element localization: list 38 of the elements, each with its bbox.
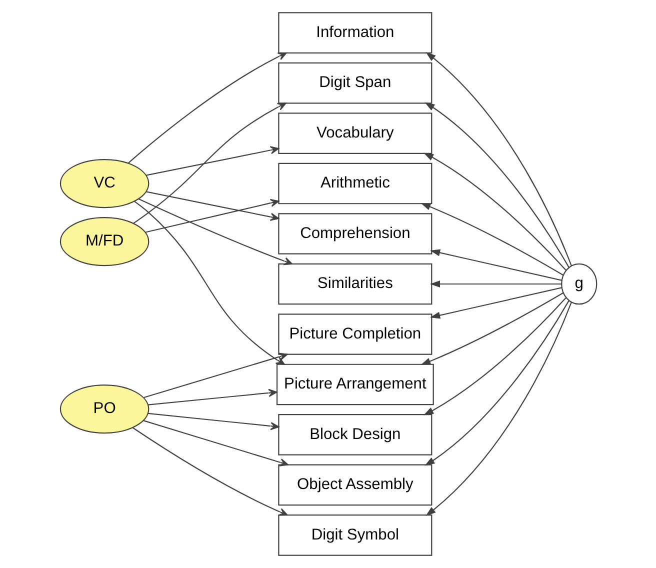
arrow — [422, 152, 566, 271]
arrow — [420, 292, 563, 365]
arrow — [148, 412, 279, 430]
arrow — [143, 352, 288, 398]
arrow — [424, 300, 569, 466]
arrow — [144, 198, 279, 233]
arrow — [146, 146, 279, 176]
node-box: Digit Symbol — [278, 514, 432, 556]
node-box: Similarities — [278, 263, 432, 305]
arrow — [132, 427, 288, 516]
node-box: Information — [278, 12, 432, 54]
arrow — [430, 249, 562, 281]
arrow — [132, 102, 286, 224]
arrow — [128, 52, 286, 164]
node-box: Object Assembly — [278, 464, 432, 506]
arrow — [138, 198, 292, 266]
arrow — [430, 287, 562, 319]
arrow — [134, 201, 284, 365]
arrow — [148, 388, 277, 406]
arrow — [425, 52, 572, 266]
node-box: Comprehension — [278, 213, 432, 254]
arrow — [142, 420, 288, 466]
node-ellipse: g — [560, 263, 597, 305]
node-box: Block Design — [278, 414, 432, 456]
arrow — [146, 191, 279, 221]
arrow — [424, 102, 569, 268]
arrow — [425, 302, 572, 516]
node-box: Picture Completion — [278, 314, 432, 355]
arrow — [429, 280, 562, 288]
arrow — [420, 203, 563, 276]
arrow — [422, 297, 566, 416]
node-ellipse: PO — [59, 384, 149, 434]
node-box: Arithmetic — [278, 162, 432, 204]
node-ellipse: M/FD — [59, 217, 149, 266]
node-box: Picture Arrangement — [276, 364, 434, 406]
node-ellipse: VC — [59, 158, 149, 208]
node-box: Digit Span — [278, 62, 432, 104]
node-box: Vocabulary — [278, 112, 432, 154]
